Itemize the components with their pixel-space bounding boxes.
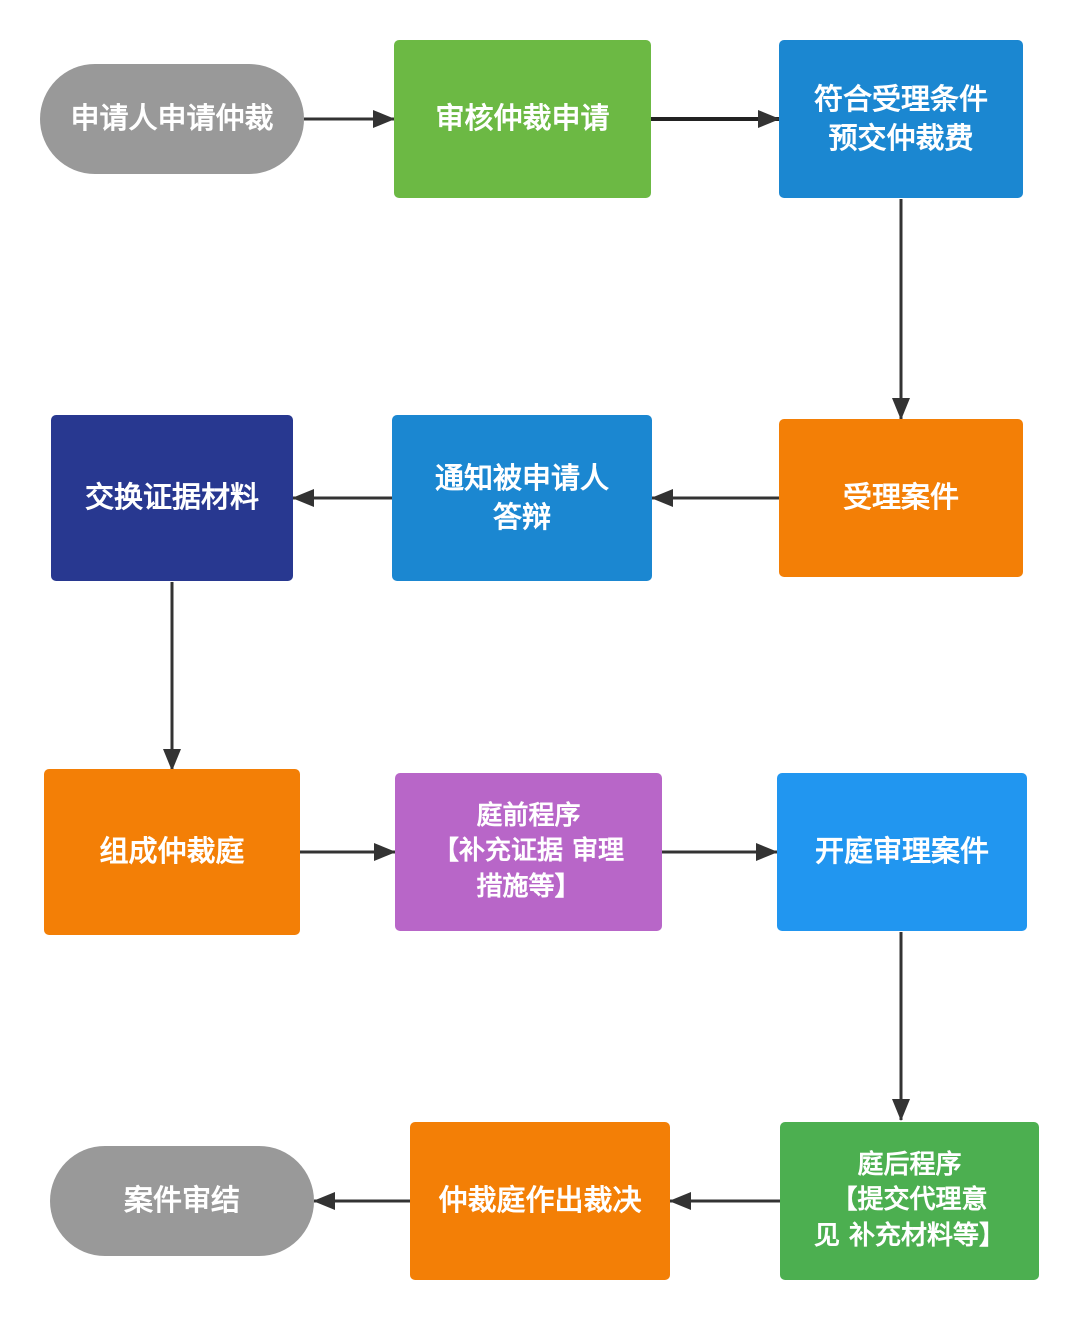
node-label: 仲裁庭作出裁决: [438, 1183, 642, 1218]
node-label: 符合受理条件 预交仲裁费: [813, 81, 988, 155]
node-label: 组成仲裁庭: [99, 834, 245, 869]
node-end: 案件审结: [50, 1146, 314, 1256]
node-label: 案件审结: [123, 1183, 240, 1218]
node-label: 受理案件: [842, 480, 959, 515]
node-exchange-evidence: 交换证据材料: [51, 415, 293, 581]
node-pre-hearing: 庭前程序 【补充证据 审理 措施等】: [395, 773, 662, 931]
node-review-application: 审核仲裁申请: [394, 40, 651, 198]
node-accept-case: 受理案件: [779, 419, 1023, 577]
node-label: 通知被申请人 答辩: [434, 460, 609, 534]
node-start: 申请人申请仲裁: [40, 64, 304, 174]
node-hold-hearing: 开庭审理案件: [777, 773, 1027, 931]
node-label: 庭前程序 【补充证据 审理 措施等】: [432, 801, 625, 902]
node-label: 庭后程序 【提交代理意 见 补充材料等】: [813, 1150, 1006, 1251]
node-label: 申请人申请仲裁: [70, 101, 274, 136]
node-label: 审核仲裁申请: [435, 101, 610, 136]
node-label: 交换证据材料: [84, 480, 259, 515]
node-notify-respondent: 通知被申请人 答辩: [392, 415, 652, 581]
node-form-tribunal: 组成仲裁庭: [44, 769, 300, 935]
node-label: 开庭审理案件: [814, 834, 989, 869]
node-post-hearing: 庭后程序 【提交代理意 见 补充材料等】: [780, 1122, 1039, 1280]
node-meet-conditions-prepay-fee: 符合受理条件 预交仲裁费: [779, 40, 1023, 198]
node-render-award: 仲裁庭作出裁决: [410, 1122, 670, 1280]
